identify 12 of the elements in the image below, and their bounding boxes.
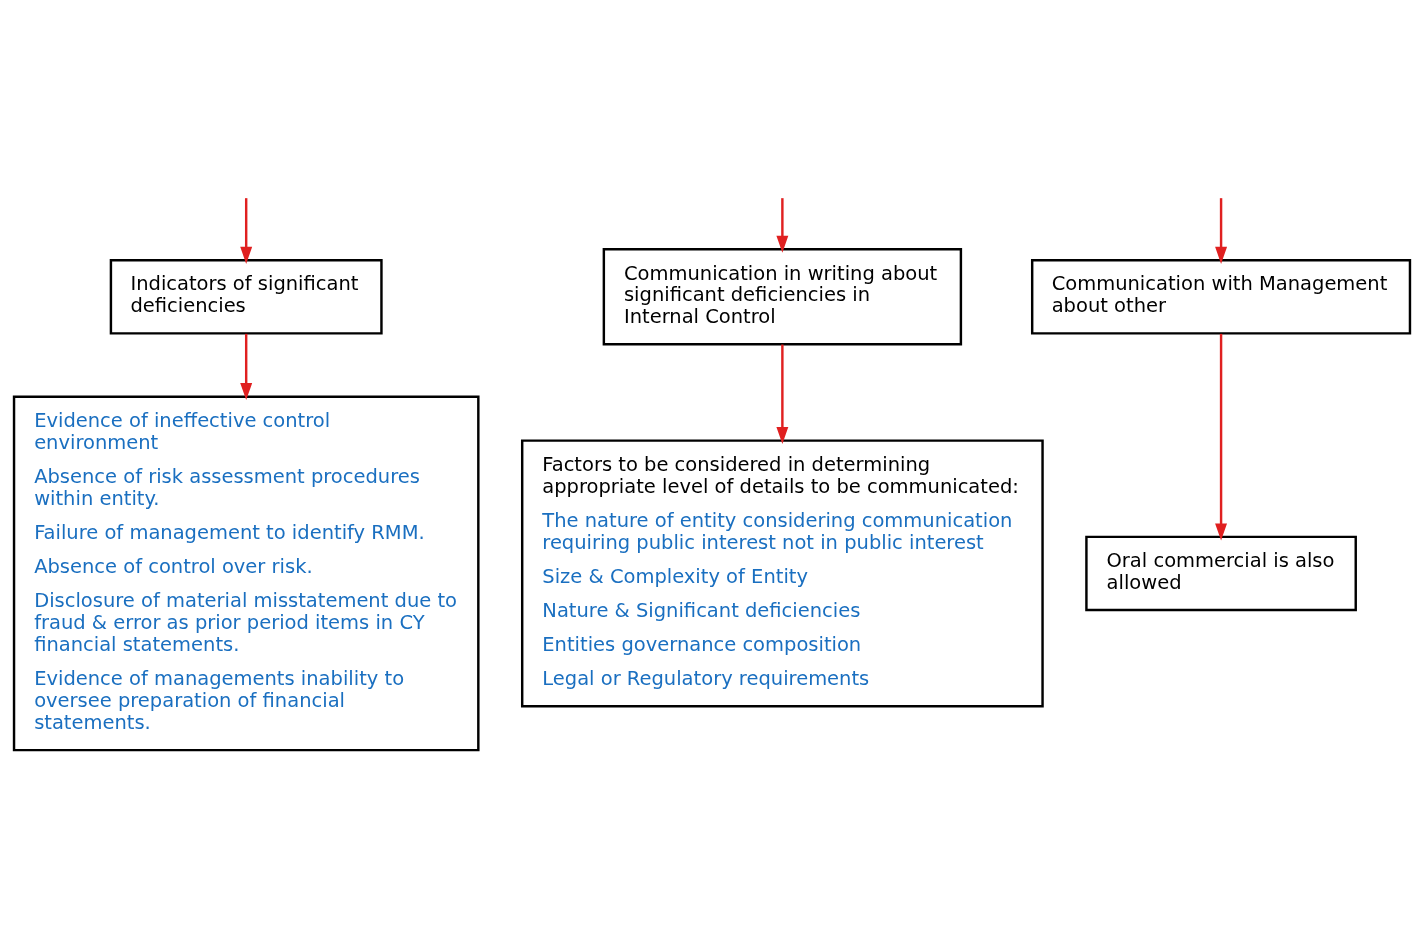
node-box: Communication with Management about other bbox=[1030, 258, 1412, 335]
arrow bbox=[240, 333, 253, 400]
node-box: Communication in writing about significant deficiencies in Internal Control bbox=[602, 247, 963, 346]
node-box: Factors to be considered in determining appropriate level of details to be communicated: The nature of entity considering communication requiring public interest not in public interest Size & Complexity of Entity Nature & Significant deficiencies Entities governance composition Legal or Regulatory requirements bbox=[521, 438, 1044, 707]
arrow bbox=[776, 344, 789, 444]
node-box: Evidence of ineffective control environment Absence of risk assessment procedures within entity. Failure of management to identify RMM. Absence of control over risk. Disclosure of material misstatement due to fraud & error as prior period items in CY financial statements. Evidence of managements inability to oversee preparation of financial statements. bbox=[12, 395, 480, 751]
node-box: Oral commercial is also allowed bbox=[1085, 535, 1357, 611]
arrow bbox=[1215, 197, 1228, 264]
arrow bbox=[240, 197, 253, 264]
node-box: Indicators of significant deficiencies bbox=[109, 258, 383, 335]
arrow bbox=[776, 197, 789, 253]
arrow bbox=[1215, 333, 1228, 540]
